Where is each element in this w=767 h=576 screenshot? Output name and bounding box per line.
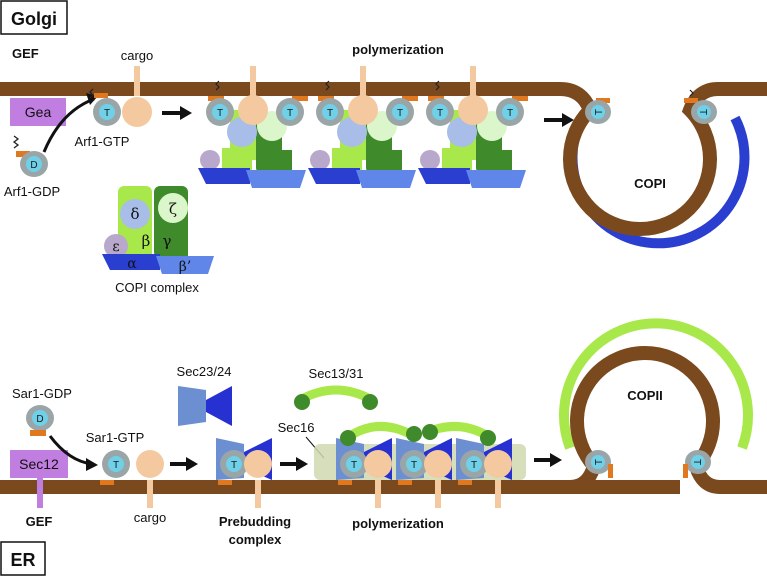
copii-coat-unit: T	[396, 438, 452, 508]
gef-exchange-arrow	[42, 97, 95, 153]
copi-complex: δ ζ ε β γ α β’	[102, 186, 214, 275]
sec23-24-label: Sec23/24	[177, 364, 232, 379]
er-step-arrow-3	[534, 453, 562, 467]
svg-text:T: T	[594, 459, 605, 465]
prebudding-label-line1: Prebudding	[219, 514, 291, 529]
svg-text:T: T	[217, 108, 223, 119]
sec12-anchor	[37, 478, 43, 508]
copii-vesicle: T T	[540, 318, 767, 494]
er-polymerization-label: polymerization	[352, 516, 444, 531]
prebudding-complex: T	[216, 438, 272, 508]
golgi-step-arrow-1	[162, 106, 192, 120]
svg-text:D: D	[30, 160, 37, 171]
svg-text:T: T	[397, 108, 403, 119]
copi-coat-unit: T T	[198, 66, 308, 188]
svg-text:T: T	[507, 108, 513, 119]
sec13-31-label: Sec13/31	[309, 366, 364, 381]
copii-coat-unit: T	[336, 438, 392, 508]
er-step-arrow-1	[170, 457, 198, 471]
golgi-polymerization-label: polymerization	[352, 42, 444, 57]
er-step-arrow-2	[280, 457, 308, 471]
sar1-gtp: T	[100, 450, 130, 485]
svg-text:T: T	[231, 460, 237, 471]
golgi-membrane	[0, 82, 520, 96]
svg-text:T: T	[594, 109, 605, 115]
arf1-gdp: D	[12, 135, 48, 177]
golgi-step-arrow-2	[544, 113, 574, 127]
er-title-box	[0, 541, 46, 576]
golgi-title-box	[0, 0, 68, 35]
copi-coat-unit: T T	[418, 66, 528, 188]
sec12-label: Sec12	[19, 456, 59, 472]
alpha-subunit-label: α	[127, 256, 137, 272]
beta-subunit-label: β	[142, 232, 151, 250]
zeta-subunit-label: ζ	[169, 200, 177, 218]
er-cargo	[136, 450, 164, 508]
sec12-gef	[10, 450, 68, 478]
svg-text:T: T	[104, 108, 110, 119]
golgi-cargo	[122, 66, 152, 127]
copi-complex-label: COPI complex	[115, 280, 199, 295]
er-cargo-label: cargo	[134, 510, 167, 525]
sar1-gtp-label: Sar1-GTP	[86, 430, 145, 445]
sec12-exchange-arrowhead	[86, 458, 98, 471]
sec13-31-complex	[294, 385, 378, 410]
svg-text:T: T	[691, 459, 702, 465]
sec13-31-outer-cage	[340, 421, 496, 446]
gea-label: Gea	[25, 104, 52, 120]
gamma-subunit-label: γ	[163, 232, 172, 250]
copii-coat-unit: T	[456, 438, 512, 508]
arf1-gdp-label: Arf1-GDP	[4, 184, 60, 199]
beta-prime-subunit-label: β’	[179, 259, 192, 275]
delta-subunit-label: δ	[130, 205, 139, 223]
arf1-gtp: T	[89, 88, 121, 126]
svg-text:T: T	[411, 460, 417, 471]
sec23-24-complex	[178, 386, 232, 426]
copii-coat-label: COPII	[627, 388, 662, 403]
svg-text:T: T	[287, 108, 293, 119]
svg-text:T: T	[351, 460, 357, 471]
er-gef-label: GEF	[26, 514, 53, 529]
copi-vesicle: T T	[520, 82, 767, 249]
svg-text:T: T	[437, 108, 443, 119]
golgi-cargo-label: cargo	[121, 48, 154, 63]
arf1-gtp-label: Arf1-GTP	[75, 134, 130, 149]
copi-coat-label: COPI	[634, 176, 666, 191]
svg-text:T: T	[697, 109, 708, 115]
copi-coat-unit: T T	[308, 66, 418, 188]
golgi-title: Golgi	[11, 9, 57, 29]
epsilon-subunit-label: ε	[112, 239, 119, 255]
er-title: ER	[10, 550, 35, 570]
er-membrane	[0, 480, 680, 494]
golgi-gef-label: GEF	[12, 46, 39, 61]
sec16-label: Sec16	[278, 420, 315, 435]
sar1-gdp: D	[26, 405, 54, 436]
svg-text:D: D	[36, 414, 43, 425]
sar1-gdp-label: Sar1-GDP	[12, 386, 72, 401]
gea-gef	[10, 98, 66, 126]
svg-text:T: T	[113, 460, 119, 471]
svg-text:T: T	[471, 460, 477, 471]
svg-text:T: T	[327, 108, 333, 119]
prebudding-label-line2: complex	[229, 532, 283, 547]
